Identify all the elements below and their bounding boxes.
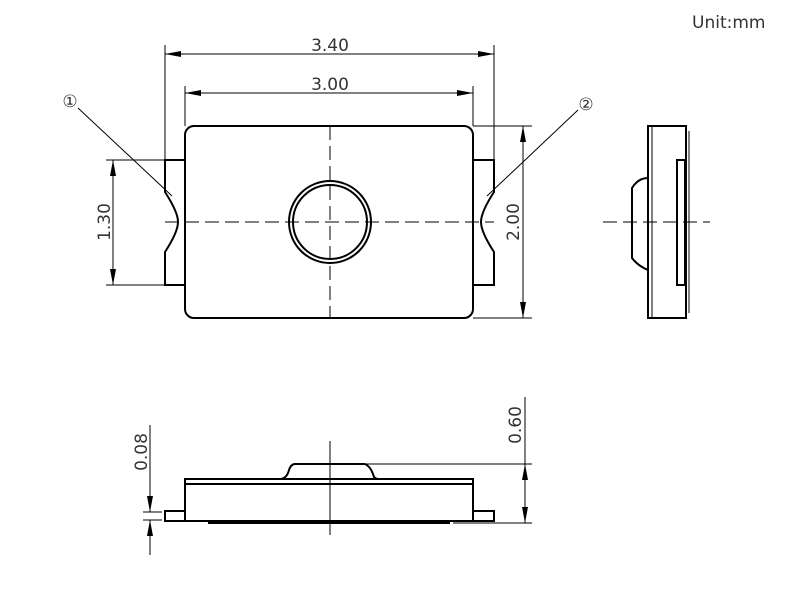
dim-body-length: 3.00 xyxy=(184,75,474,126)
dim-label-3.00: 3.00 xyxy=(311,75,349,95)
dim-terminal-width: 1.30 xyxy=(95,159,165,286)
svg-text:①: ① xyxy=(62,92,77,112)
dim-body-width: 2.00 xyxy=(473,125,532,319)
dim-total-height: 0.60 xyxy=(365,397,532,524)
callout-pin-1: ① xyxy=(62,92,173,197)
elevation-view xyxy=(164,441,495,535)
unit-label: Unit:mm xyxy=(692,13,766,33)
top-view xyxy=(164,125,495,319)
dim-label-1.30: 1.30 xyxy=(95,203,115,241)
dim-terminal-thickness: 0.08 xyxy=(132,425,162,555)
dim-overall-length: 3.40 xyxy=(164,36,495,160)
dim-label-0.08: 0.08 xyxy=(132,433,152,471)
dim-label-2.00: 2.00 xyxy=(504,203,524,241)
dim-label-3.40: 3.40 xyxy=(311,36,349,56)
dim-label-0.60: 0.60 xyxy=(506,406,526,444)
side-view xyxy=(603,125,710,319)
callout-pin-2: ② xyxy=(486,95,594,197)
svg-text:②: ② xyxy=(578,95,593,115)
terminal-2 xyxy=(473,159,495,286)
